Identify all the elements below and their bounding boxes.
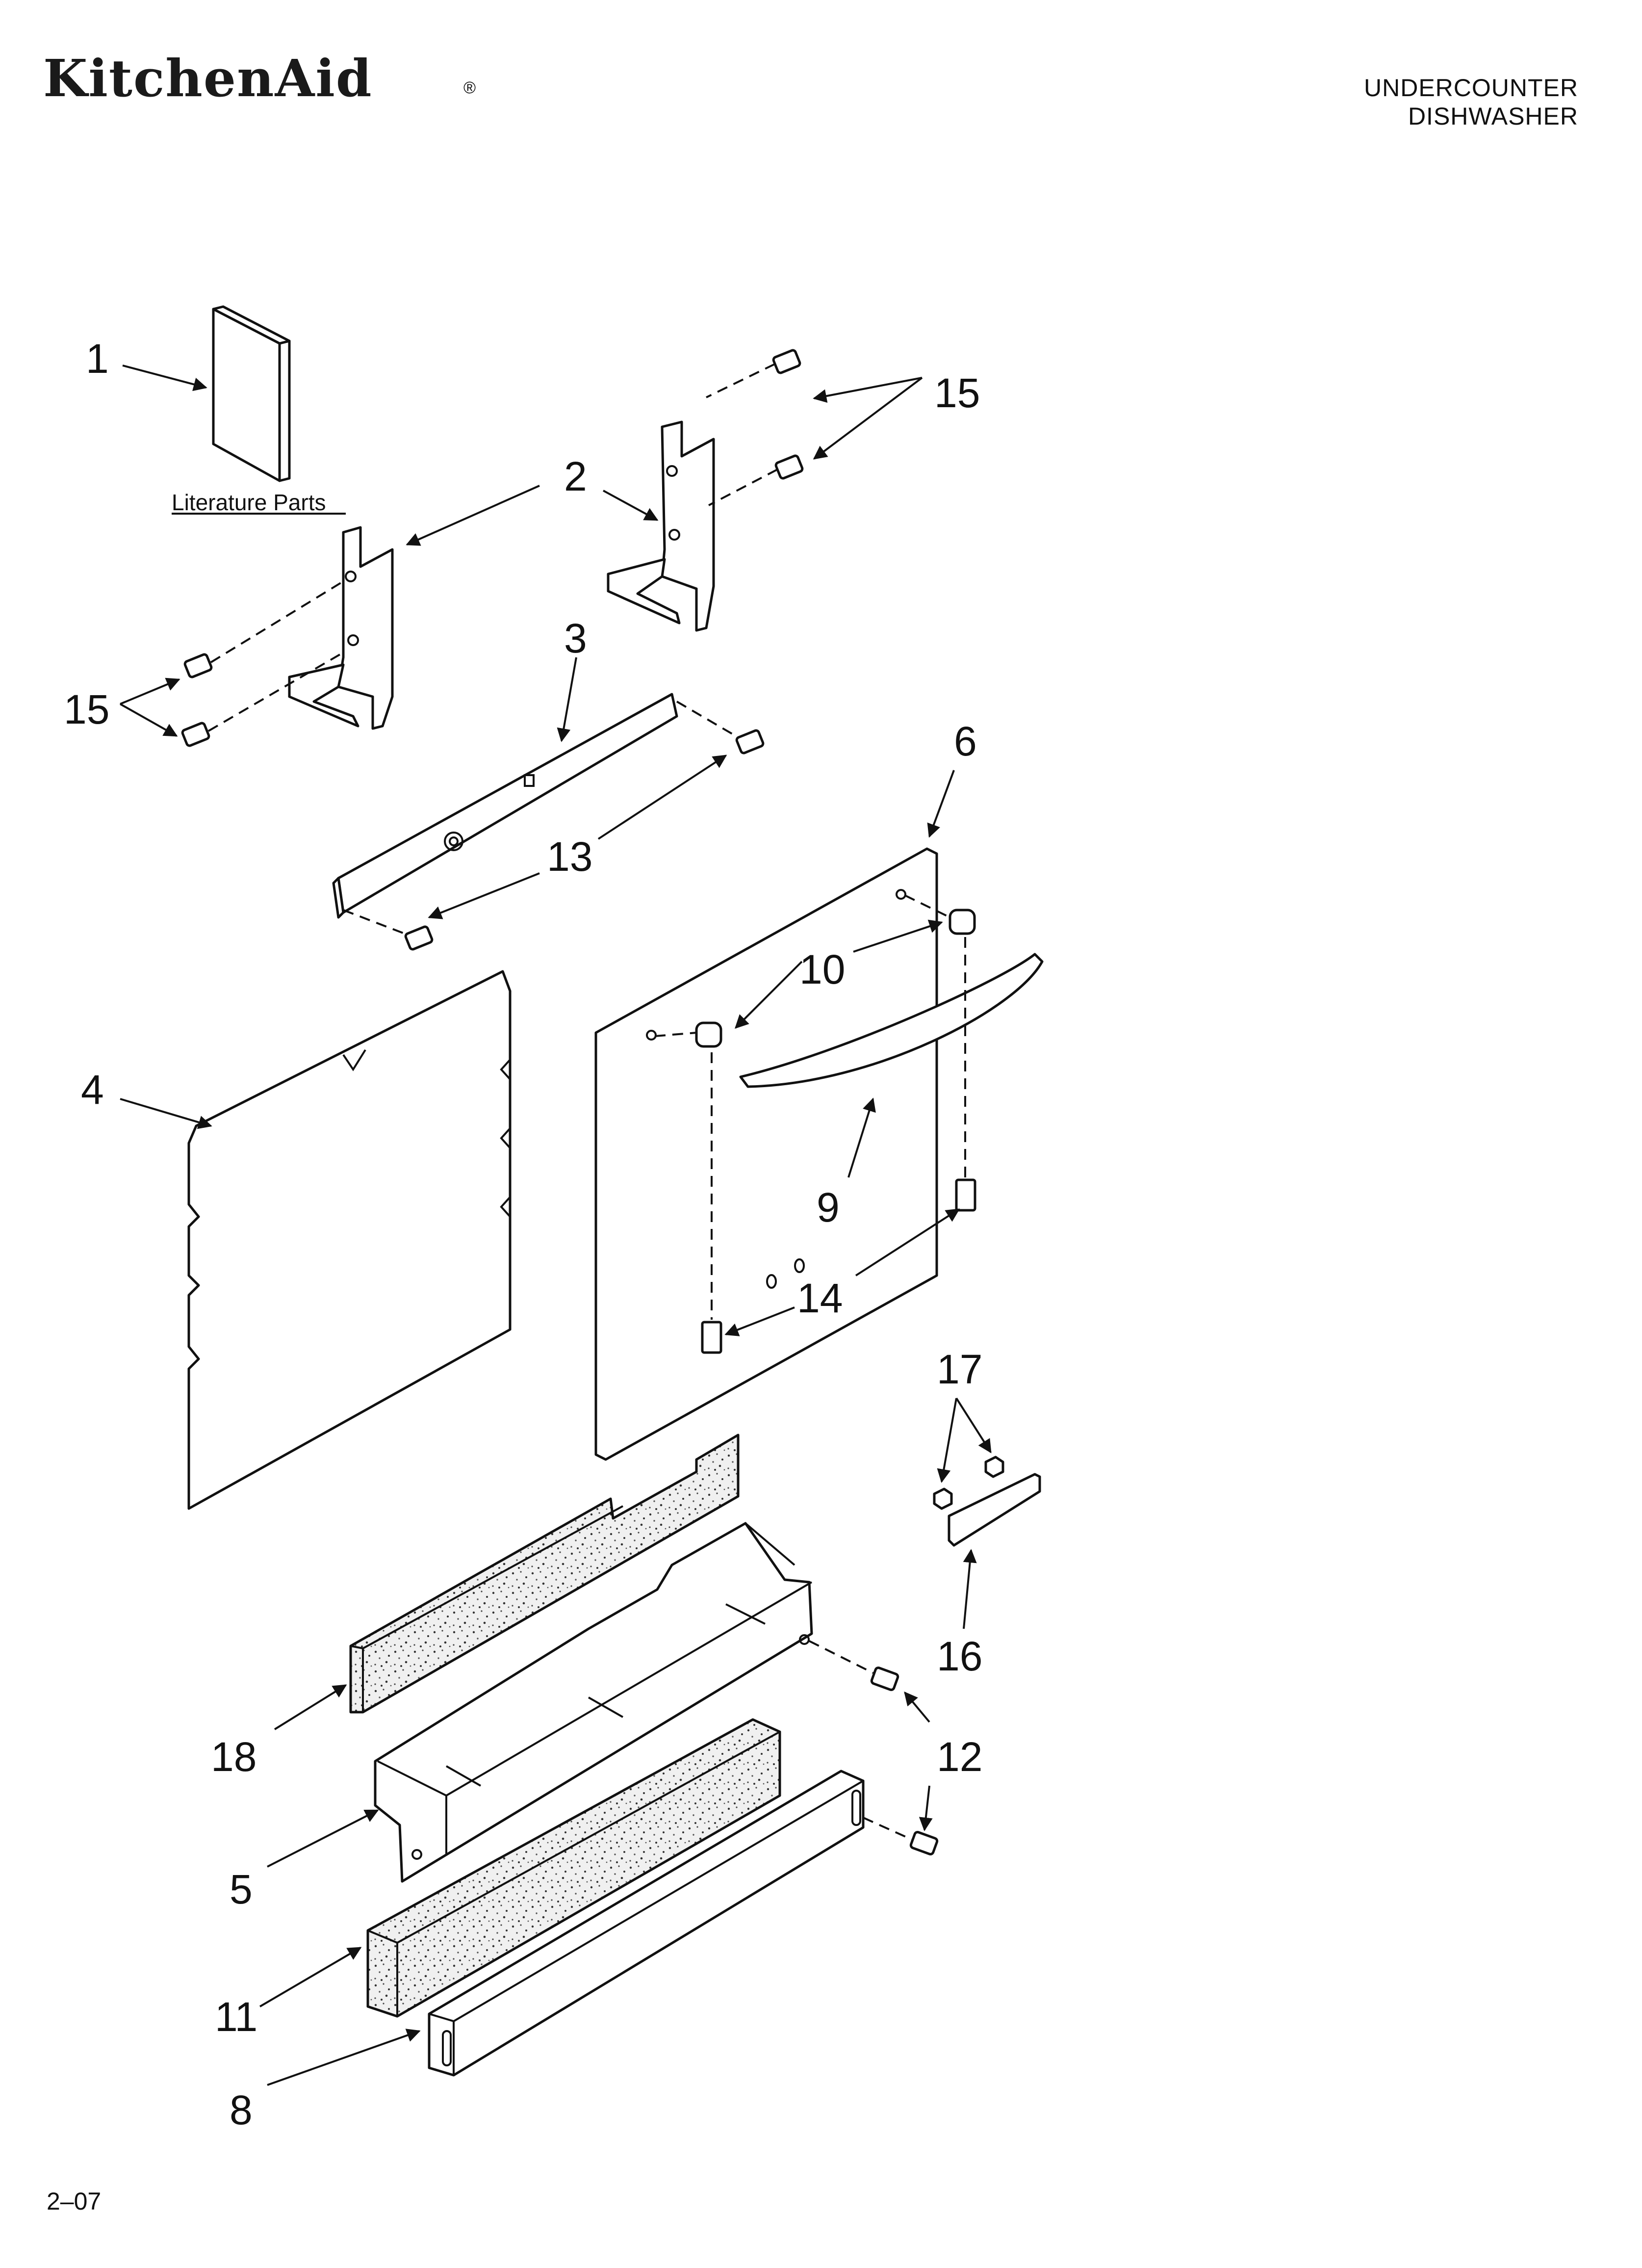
part-18-foam-strip: [349, 1434, 740, 1714]
page-code: 2–07: [47, 2188, 102, 2215]
callout-14: 14: [797, 1275, 843, 1321]
part-10-standoffs: [654, 894, 976, 1048]
brand-name: KitchenAid: [43, 48, 373, 108]
leader-lines: [120, 365, 992, 2086]
part-6-door-panel: [594, 847, 938, 1461]
callout-2: 2: [564, 453, 587, 499]
part-1-literature: [212, 305, 291, 482]
callout-3: 3: [564, 615, 587, 661]
callout-9: 9: [817, 1184, 840, 1230]
callout-13: 13: [547, 834, 592, 880]
part-17-nuts: [933, 1456, 1004, 1510]
part-8-toe-plate: [428, 1770, 865, 2077]
part-12-screws: [809, 1640, 939, 1855]
part-13-screws: [343, 701, 765, 951]
callout-5: 5: [230, 1866, 253, 1912]
part-14-screws: [701, 937, 976, 1354]
part-11-foam-block: [366, 1718, 781, 2018]
part-2-left-bracket: [288, 526, 394, 730]
part-4-panel: [187, 970, 512, 1510]
callout-16: 16: [937, 1633, 982, 1679]
callout-15-top: 15: [934, 370, 980, 416]
title-line-2: DISHWASHER: [1408, 103, 1578, 130]
document-title: UNDERCOUNTER DISHWASHER: [1137, 74, 1578, 130]
callout-18: 18: [211, 1734, 257, 1780]
callout-17: 17: [937, 1346, 982, 1392]
callout-4: 4: [81, 1067, 104, 1113]
callout-6: 6: [954, 718, 977, 764]
callout-8: 8: [230, 2087, 253, 2133]
callout-10: 10: [799, 946, 845, 992]
part-2-right-bracket: [607, 420, 715, 632]
literature-parts-label: Literature Parts: [172, 490, 326, 515]
part-9-handle: [739, 953, 1044, 1088]
title-line-1: UNDERCOUNTER: [1364, 74, 1578, 102]
part-15-screws: [181, 349, 804, 747]
registered-mark: ®: [463, 78, 476, 97]
part-5-bracket: [374, 1522, 813, 1883]
callout-11: 11: [215, 1994, 257, 2040]
part-16-end-cap: [948, 1473, 1041, 1547]
callout-12: 12: [937, 1734, 982, 1780]
callout-1: 1: [86, 336, 109, 382]
brand-logo: KitchenAid: [43, 53, 373, 104]
callout-15-left: 15: [64, 686, 109, 732]
part-3-channel: [332, 693, 678, 919]
